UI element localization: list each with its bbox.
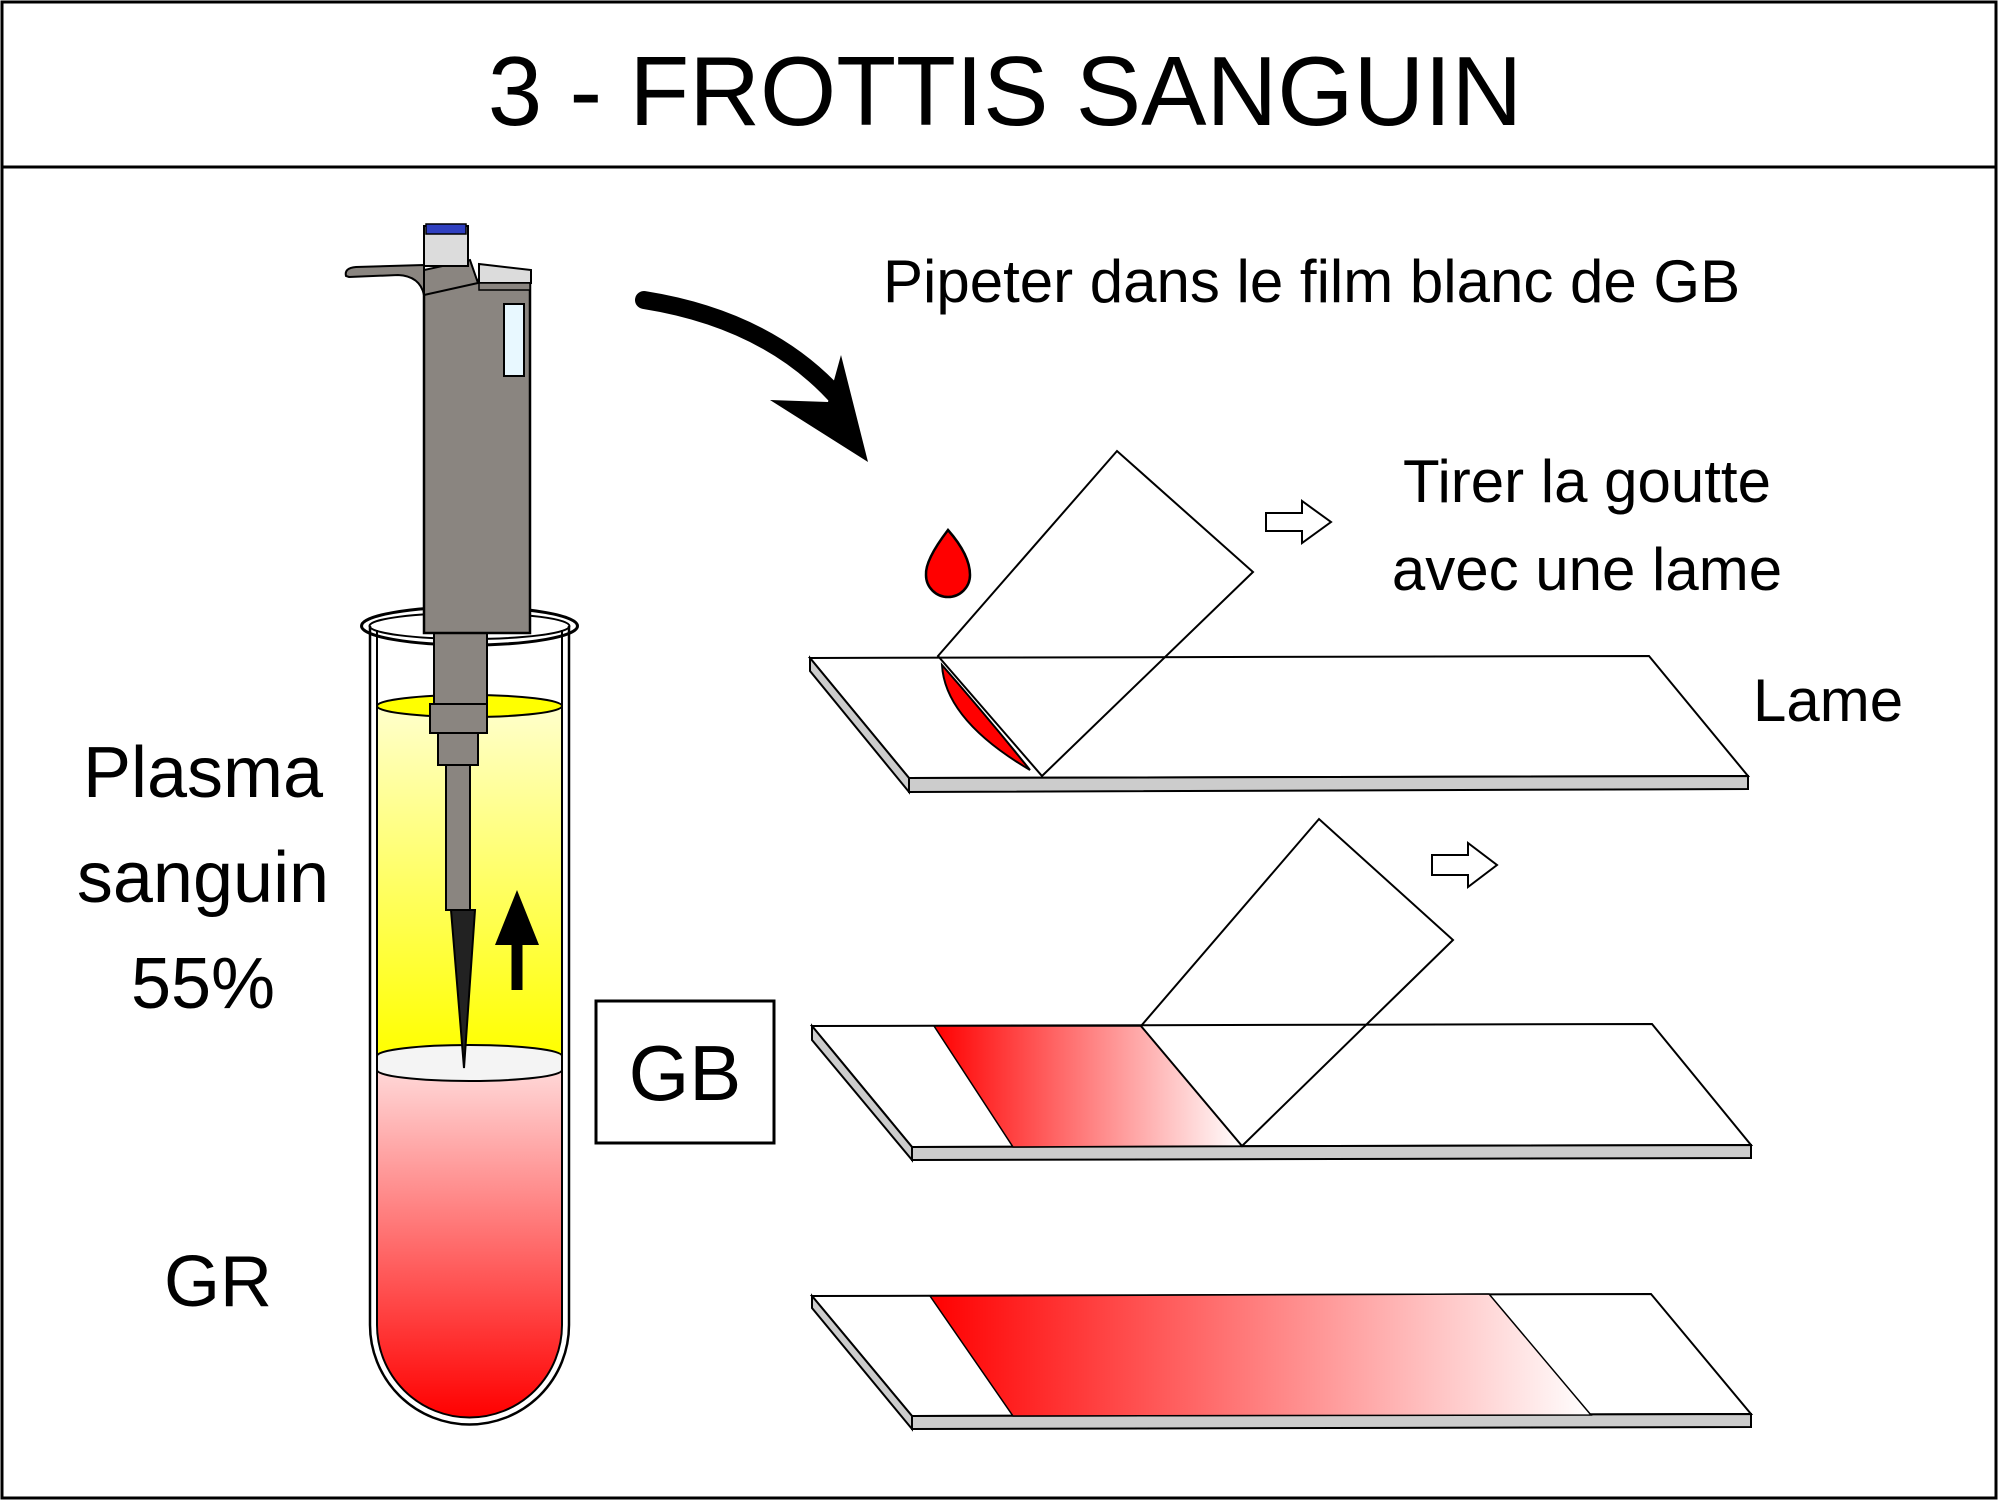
tube-wall-outer [368,626,571,1426]
plasma-label-line2: sanguin [77,838,329,918]
step-drag-label-line2: avec une lame [1392,536,1782,603]
step-pipette-label: Pipeter dans le film blanc de GB [883,248,1740,315]
pipette-neck-lower [429,703,488,734]
blood-line-slide1 [940,662,1031,771]
red-cells-layer [377,1073,562,1418]
spreader-slide-2 [1139,817,1455,1148]
spreader-slide-1 [936,449,1255,778]
pipette-shaft [445,764,471,911]
blood-drop [924,528,972,599]
curved-arrow [635,291,868,462]
red-cells-label: GR [164,1242,272,1322]
pipette-finger-hook [344,263,425,296]
aspiration-up-arrow [495,890,539,990]
pipette-ejector [478,262,532,284]
slide-1 [807,449,1751,795]
push-arrow-2 [1431,840,1499,890]
slide-2 [809,817,1754,1163]
step-drag-label-line1: Tirer la goutte [1403,448,1771,515]
pipette-shoulder [423,258,480,297]
plasma-label-line1: Plasma [83,733,324,813]
smear-slide3 [928,1293,1593,1417]
pipette [344,223,532,1069]
white-cells-label: GB [629,1029,742,1117]
pipette-nozzle [437,732,479,766]
pipette-ejector-base [478,282,531,291]
plasma-label-line3: 55% [131,944,275,1024]
tube-wall-inner [376,630,563,1419]
white-cell-film [376,1044,563,1082]
slide-3 [809,1292,1754,1432]
push-arrow-1 [1265,499,1333,545]
pipette-neck [433,632,488,705]
slide-label: Lame [1753,667,1903,734]
white-cells-box [594,999,776,1145]
pipette-plunger-cap [425,223,467,235]
page-title: 3 - FROTTIS SANGUIN [488,36,1523,146]
pipette-display [503,303,525,377]
